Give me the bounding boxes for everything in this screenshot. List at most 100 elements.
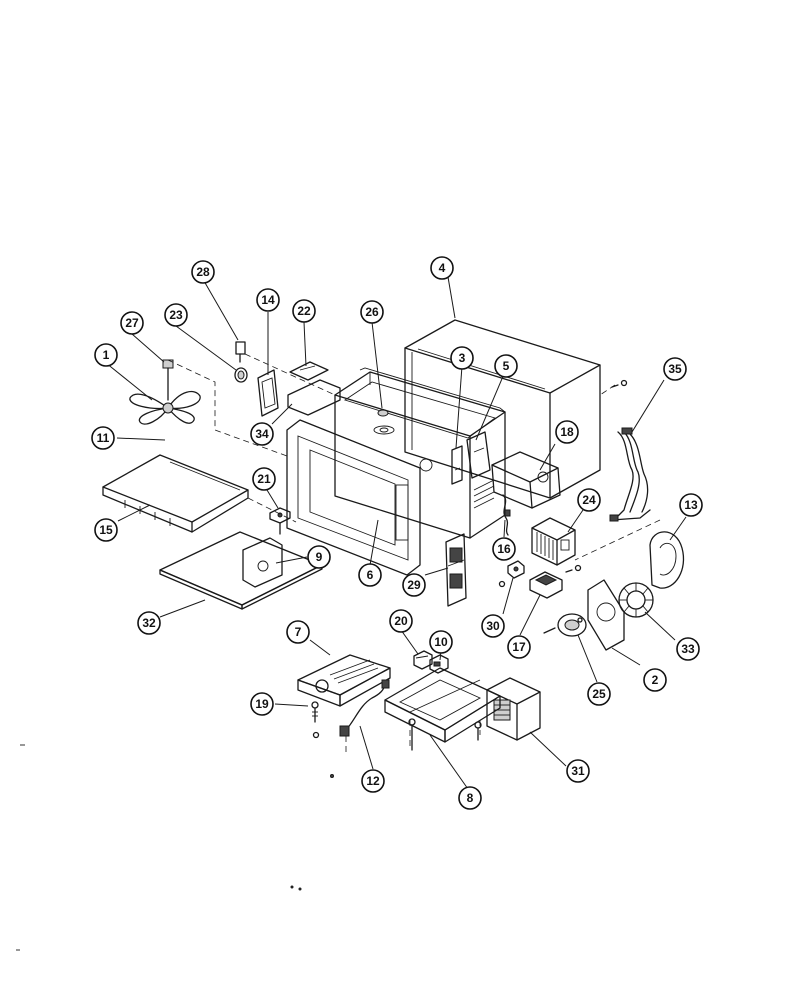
callout-34: 34 — [250, 422, 274, 446]
svg-text:25: 25 — [592, 687, 606, 701]
scan-marks — [16, 744, 334, 951]
svg-text:3: 3 — [459, 351, 466, 365]
part-fan-motor — [543, 613, 587, 637]
callout-27: 27 — [120, 311, 144, 335]
svg-text:27: 27 — [125, 316, 139, 330]
svg-text:23: 23 — [169, 308, 183, 322]
svg-text:11: 11 — [97, 431, 110, 445]
part-waveguide — [491, 451, 561, 509]
part-hinge-bracket — [242, 537, 283, 588]
svg-text:29: 29 — [407, 578, 421, 592]
part-blower-housing — [649, 531, 685, 589]
svg-text:30: 30 — [486, 619, 500, 633]
callout-7: 7 — [286, 620, 310, 644]
part-plate-34 — [287, 379, 341, 416]
part-shaft-nut — [162, 359, 174, 401]
leader-lines — [105, 276, 687, 790]
callout-18: 18 — [555, 420, 579, 444]
callout-14: 14 — [256, 288, 280, 312]
svg-text:12: 12 — [366, 774, 380, 788]
callout-12: 12 — [361, 769, 385, 793]
part-transformer — [486, 677, 541, 741]
callout-22: 22 — [292, 299, 316, 323]
callout-11: 11 — [91, 426, 115, 450]
svg-text:35: 35 — [668, 362, 682, 376]
svg-text:6: 6 — [367, 568, 374, 582]
svg-text:2: 2 — [652, 673, 659, 687]
part-thermostat — [235, 341, 246, 363]
svg-text:21: 21 — [257, 472, 271, 486]
part-wire-harness — [609, 427, 651, 522]
part-nut-26 — [377, 409, 389, 417]
svg-text:32: 32 — [142, 616, 156, 630]
part-front-frame — [286, 419, 421, 576]
callout-13: 13 — [679, 493, 703, 517]
part-mounting-bracket-14 — [257, 369, 279, 417]
callout-28: 28 — [191, 260, 215, 284]
svg-text:9: 9 — [316, 550, 323, 564]
part-cutout-17 — [529, 571, 563, 599]
callout-1: 1 — [94, 343, 118, 367]
callout-8: 8 — [458, 786, 482, 810]
svg-text:19: 19 — [255, 697, 269, 711]
svg-text:33: 33 — [681, 642, 695, 656]
callout-6: 6 — [358, 563, 382, 587]
svg-text:15: 15 — [99, 523, 113, 537]
svg-text:14: 14 — [261, 293, 275, 307]
part-outer-cabinet — [404, 319, 601, 499]
part-screw-19 — [311, 701, 319, 723]
callout-9: 9 — [307, 545, 331, 569]
callout-16: 16 — [492, 537, 516, 561]
callout-19: 19 — [250, 692, 274, 716]
svg-text:13: 13 — [684, 498, 698, 512]
part-connector-16 — [502, 494, 511, 536]
part-bracket-22 — [289, 361, 329, 381]
callout-23: 23 — [164, 303, 188, 327]
svg-text:28: 28 — [196, 265, 210, 279]
callout-31: 31 — [566, 759, 590, 783]
svg-text:31: 31 — [571, 764, 585, 778]
svg-text:1: 1 — [103, 348, 110, 362]
callout-30: 30 — [481, 614, 505, 638]
callout-33: 33 — [676, 637, 700, 661]
svg-text:22: 22 — [297, 304, 311, 318]
part-clip-30 — [507, 560, 525, 579]
part-panel-32 — [159, 531, 323, 610]
callout-15: 15 — [94, 518, 118, 542]
svg-text:5: 5 — [503, 359, 510, 373]
callout-2: 2 — [643, 668, 667, 692]
callout-3: 3 — [450, 346, 474, 370]
part-latch-bracket — [466, 431, 491, 479]
callout-26: 26 — [360, 300, 384, 324]
callout-4: 4 — [430, 256, 454, 280]
part-switch-20 — [413, 650, 433, 670]
callout-10: 10 — [429, 630, 453, 654]
svg-text:34: 34 — [255, 427, 269, 441]
callouts: 1 2 3 4 5 6 7 8 9 10 11 12 13 14 15 16 1… — [91, 256, 703, 810]
assembly-guide-lines — [167, 353, 661, 756]
part-clip-21 — [269, 507, 291, 535]
svg-text:7: 7 — [295, 625, 302, 639]
svg-text:8: 8 — [467, 791, 474, 805]
svg-text:10: 10 — [434, 635, 448, 649]
part-fan-blade — [129, 390, 201, 425]
part-base-plate — [384, 667, 501, 743]
callout-25: 25 — [587, 682, 611, 706]
callout-32: 32 — [137, 611, 161, 635]
svg-text:24: 24 — [582, 493, 596, 507]
part-motor-bracket — [587, 579, 625, 651]
callout-29: 29 — [402, 573, 426, 597]
part-control-insert — [445, 533, 467, 607]
callout-24: 24 — [577, 488, 601, 512]
part-magnetron — [531, 517, 576, 566]
svg-text:18: 18 — [560, 425, 574, 439]
part-spacer-23 — [234, 367, 248, 383]
svg-text:17: 17 — [512, 640, 526, 654]
part-control-panel — [297, 654, 391, 707]
part-switch-10 — [429, 654, 449, 674]
callout-17: 17 — [507, 635, 531, 659]
svg-text:4: 4 — [439, 261, 446, 275]
part-bracket-3 — [451, 445, 463, 485]
svg-text:26: 26 — [365, 305, 379, 319]
